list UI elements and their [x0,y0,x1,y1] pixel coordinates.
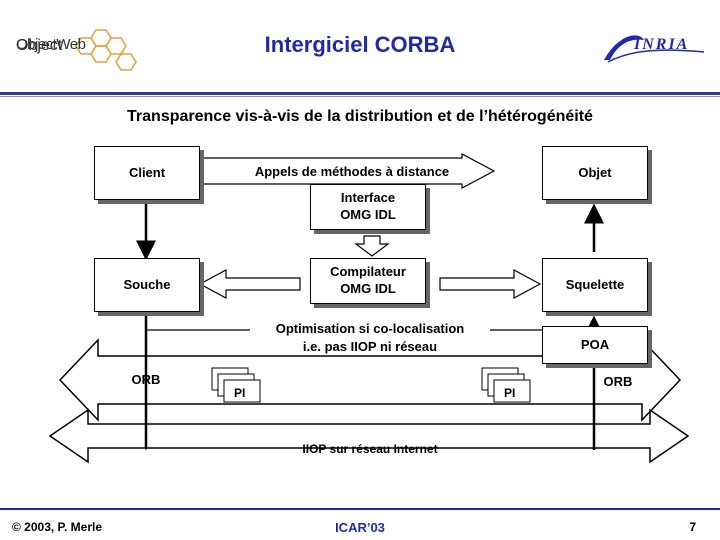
squelette-label: Squelette [565,276,625,292]
inria-logo-text: INRIA [634,36,690,53]
optimisation-line-2: i.e. pas IIOP ni réseau [302,338,438,354]
appels-arrow [197,153,496,189]
souche-arrow [198,268,301,300]
objectweb-logo-text: ObjectWeb [16,36,86,53]
objet-label: Objet [578,164,612,180]
optimisation-label: Optimisation si co-localisation i.e. pas… [236,320,504,355]
client-box: Client [94,146,200,200]
idl-down-arrow [354,235,390,257]
inria-logo [600,30,710,66]
squelette-box: Squelette [542,258,648,312]
compilateur-box: Compilateur OMG IDL [310,258,426,304]
header-rule-thin [0,96,720,97]
header-rule [0,92,720,95]
interface-box: Interface OMG IDL [310,184,426,230]
footer-copyright: © 2003, P. Merle [12,520,103,534]
squelette-arrow [439,268,542,300]
client-label: Client [128,164,166,180]
souche-box: Souche [94,258,200,312]
footer-page-number: 7 [689,520,696,534]
orb-right-label: ORB [603,374,633,389]
souche-label: Souche [123,276,171,292]
svg-text:Object: Object [16,37,63,54]
compilateur-line-2: OMG IDL [340,281,396,296]
footer-conference: ICAR’03 [335,520,385,535]
footer-rule [0,508,720,510]
compilateur-line-1: Compilateur [330,264,406,280]
appels-label: Appels de méthodes à distance [254,164,450,179]
pi-right-label: PI [504,386,516,400]
iiop-bus-arrow [48,408,690,464]
optimisation-line-1: Optimisation si co-localisation [275,321,465,336]
optim-line-left [145,322,250,331]
objectweb-logo: Object [14,22,144,72]
diagram-subtitle: Transparence vis-à-vis de la distributio… [127,108,593,125]
objet-box: Objet [542,146,648,200]
pi-left-label: PI [234,386,246,400]
iiop-label: IIOP sur réseau Internet [302,442,438,456]
interface-line-2: OMG IDL [340,207,396,222]
page-title: Intergiciel CORBA [264,32,456,57]
poa-label: POA [580,336,610,352]
orb-left-label: ORB [131,372,161,387]
poa-box: POA [542,326,648,364]
interface-line-1: Interface [340,190,396,206]
